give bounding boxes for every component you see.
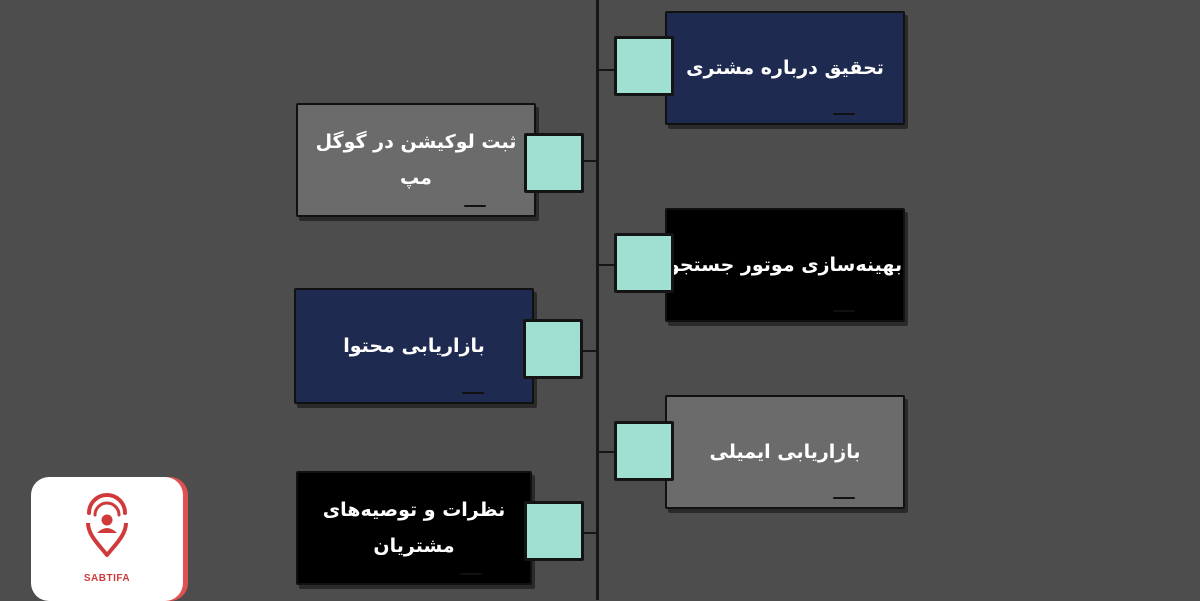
step-card-1: تحقیق درباره مشتری xyxy=(665,11,905,125)
connector-6 xyxy=(582,532,598,534)
connector-1 xyxy=(597,69,617,71)
timeline-node-6 xyxy=(524,501,584,561)
timeline-node-5 xyxy=(614,421,674,481)
step-card-2: ثبت لوکیشن در گوگل مپ xyxy=(296,103,536,217)
connector-4 xyxy=(582,350,598,352)
connector-5 xyxy=(597,451,617,453)
step-label-1: تحقیق درباره مشتری xyxy=(686,56,884,79)
step-card-4: بازاریابی محتوا xyxy=(294,288,534,404)
sabtifa-logo: SABTIFA xyxy=(31,477,183,601)
step-label-2: ثبت لوکیشن در گوگل مپ xyxy=(315,130,517,189)
step-label-6: نظرات و توصیه‌های مشتریان xyxy=(322,498,506,557)
card-underline xyxy=(833,310,855,312)
location-pin-icon xyxy=(86,493,128,557)
timeline-node-2 xyxy=(524,133,584,193)
step-label-5: بازاریابی ایمیلی xyxy=(709,440,861,463)
card-underline xyxy=(833,113,855,115)
timeline-node-4 xyxy=(523,319,583,379)
card-underline xyxy=(833,497,855,499)
logo-text: SABTIFA xyxy=(83,573,131,584)
card-underline xyxy=(462,392,484,394)
timeline-node-1 xyxy=(614,36,674,96)
card-underline xyxy=(460,573,482,575)
step-label-3: بهینه‌سازی موتور جستجو xyxy=(667,253,903,276)
connector-3 xyxy=(597,264,617,266)
step-card-6: نظرات و توصیه‌های مشتریان xyxy=(296,471,532,585)
step-card-5: بازاریابی ایمیلی xyxy=(665,395,905,509)
card-underline xyxy=(464,205,486,207)
timeline-line xyxy=(596,0,599,600)
step-label-4: بازاریابی محتوا xyxy=(343,334,485,357)
step-card-3: بهینه‌سازی موتور جستجو xyxy=(665,208,905,322)
timeline-node-3 xyxy=(614,233,674,293)
connector-2 xyxy=(582,160,598,162)
